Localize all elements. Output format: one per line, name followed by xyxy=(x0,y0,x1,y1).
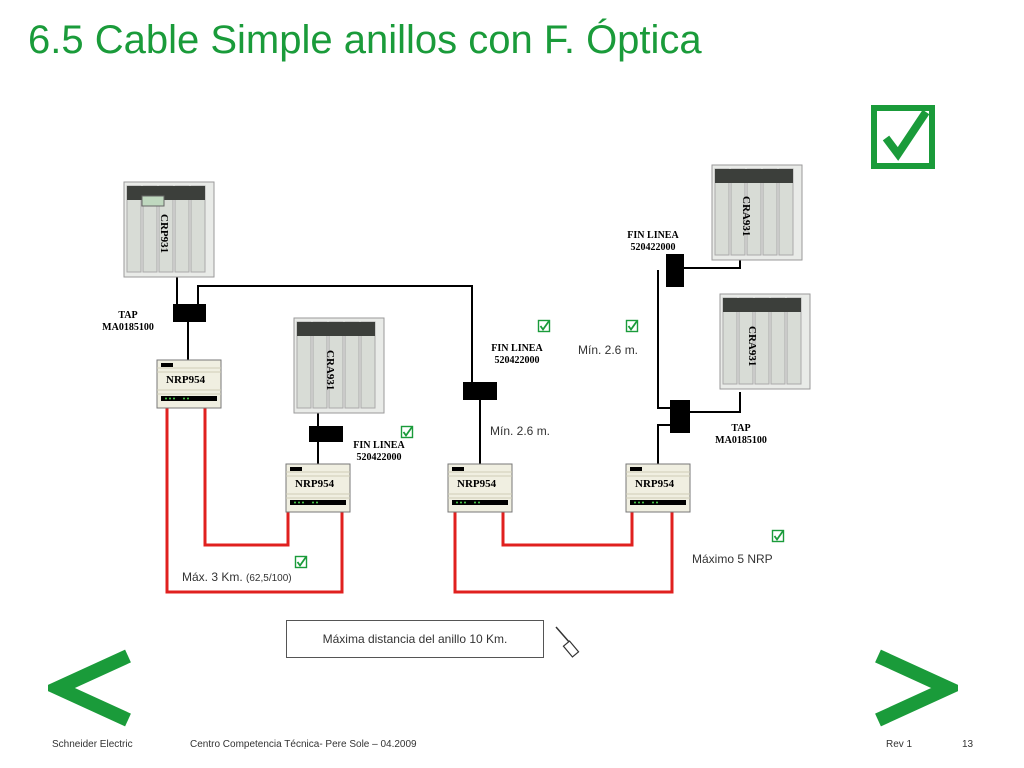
min-length-right: Mín. 2.6 m. xyxy=(578,343,639,357)
next-arrow-icon[interactable] xyxy=(868,648,958,728)
rack-label-crp931: CRP931 xyxy=(158,214,170,254)
tap-right xyxy=(670,400,690,433)
nrp-label-2: NRP954 xyxy=(295,478,335,490)
min-length-center: Mín. 2.6 m. xyxy=(490,424,551,438)
fin-linea-top xyxy=(666,254,684,287)
nrp-label-1: NRP954 xyxy=(166,374,206,386)
check-icon-4 xyxy=(294,555,308,569)
rack-label-cra931-top: CRA931 xyxy=(740,196,752,237)
footer-page-number: 13 xyxy=(962,739,974,750)
rack-label-cra931-right: CRA931 xyxy=(746,326,758,367)
screwdriver-icon xyxy=(555,626,580,658)
rack-label-cra931-mid: CRA931 xyxy=(324,350,336,391)
tap-left xyxy=(173,304,206,322)
check-icon-2 xyxy=(625,319,639,333)
check-icon-5 xyxy=(771,529,785,543)
ring-distance-note: Máxima distancia del anillo 10 Km. xyxy=(286,620,544,658)
max-nrp-label: Máximo 5 NRP xyxy=(692,552,773,566)
nrp-label-3: NRP954 xyxy=(457,478,497,490)
check-icon-3 xyxy=(400,425,414,439)
big-checkbox-icon xyxy=(871,105,935,169)
coax-cables xyxy=(176,255,741,465)
previous-arrow-icon[interactable] xyxy=(48,648,138,728)
ring-distance-text: Máxima distancia del anillo 10 Km. xyxy=(322,632,508,646)
check-icon-1 xyxy=(537,319,551,333)
footer-center: Centro Competencia Técnica- Pere Sole – … xyxy=(190,739,417,750)
page-title: 6.5 Cable Simple anillos con F. Óptica xyxy=(28,18,702,62)
max-distance-label: Máx. 3 Km. (62,5/100) xyxy=(182,570,292,584)
cra931-rack-right xyxy=(719,293,811,390)
fin-linea-mid xyxy=(309,426,343,442)
footer-rev: Rev 1 xyxy=(886,739,913,750)
cra931-rack-top xyxy=(711,164,803,261)
footer-company: Schneider Electric xyxy=(52,739,133,750)
nrp-label-4: NRP954 xyxy=(635,478,675,490)
fiber-rings xyxy=(165,405,674,594)
fin-linea-center xyxy=(463,382,497,400)
cra931-rack-mid xyxy=(293,317,385,414)
